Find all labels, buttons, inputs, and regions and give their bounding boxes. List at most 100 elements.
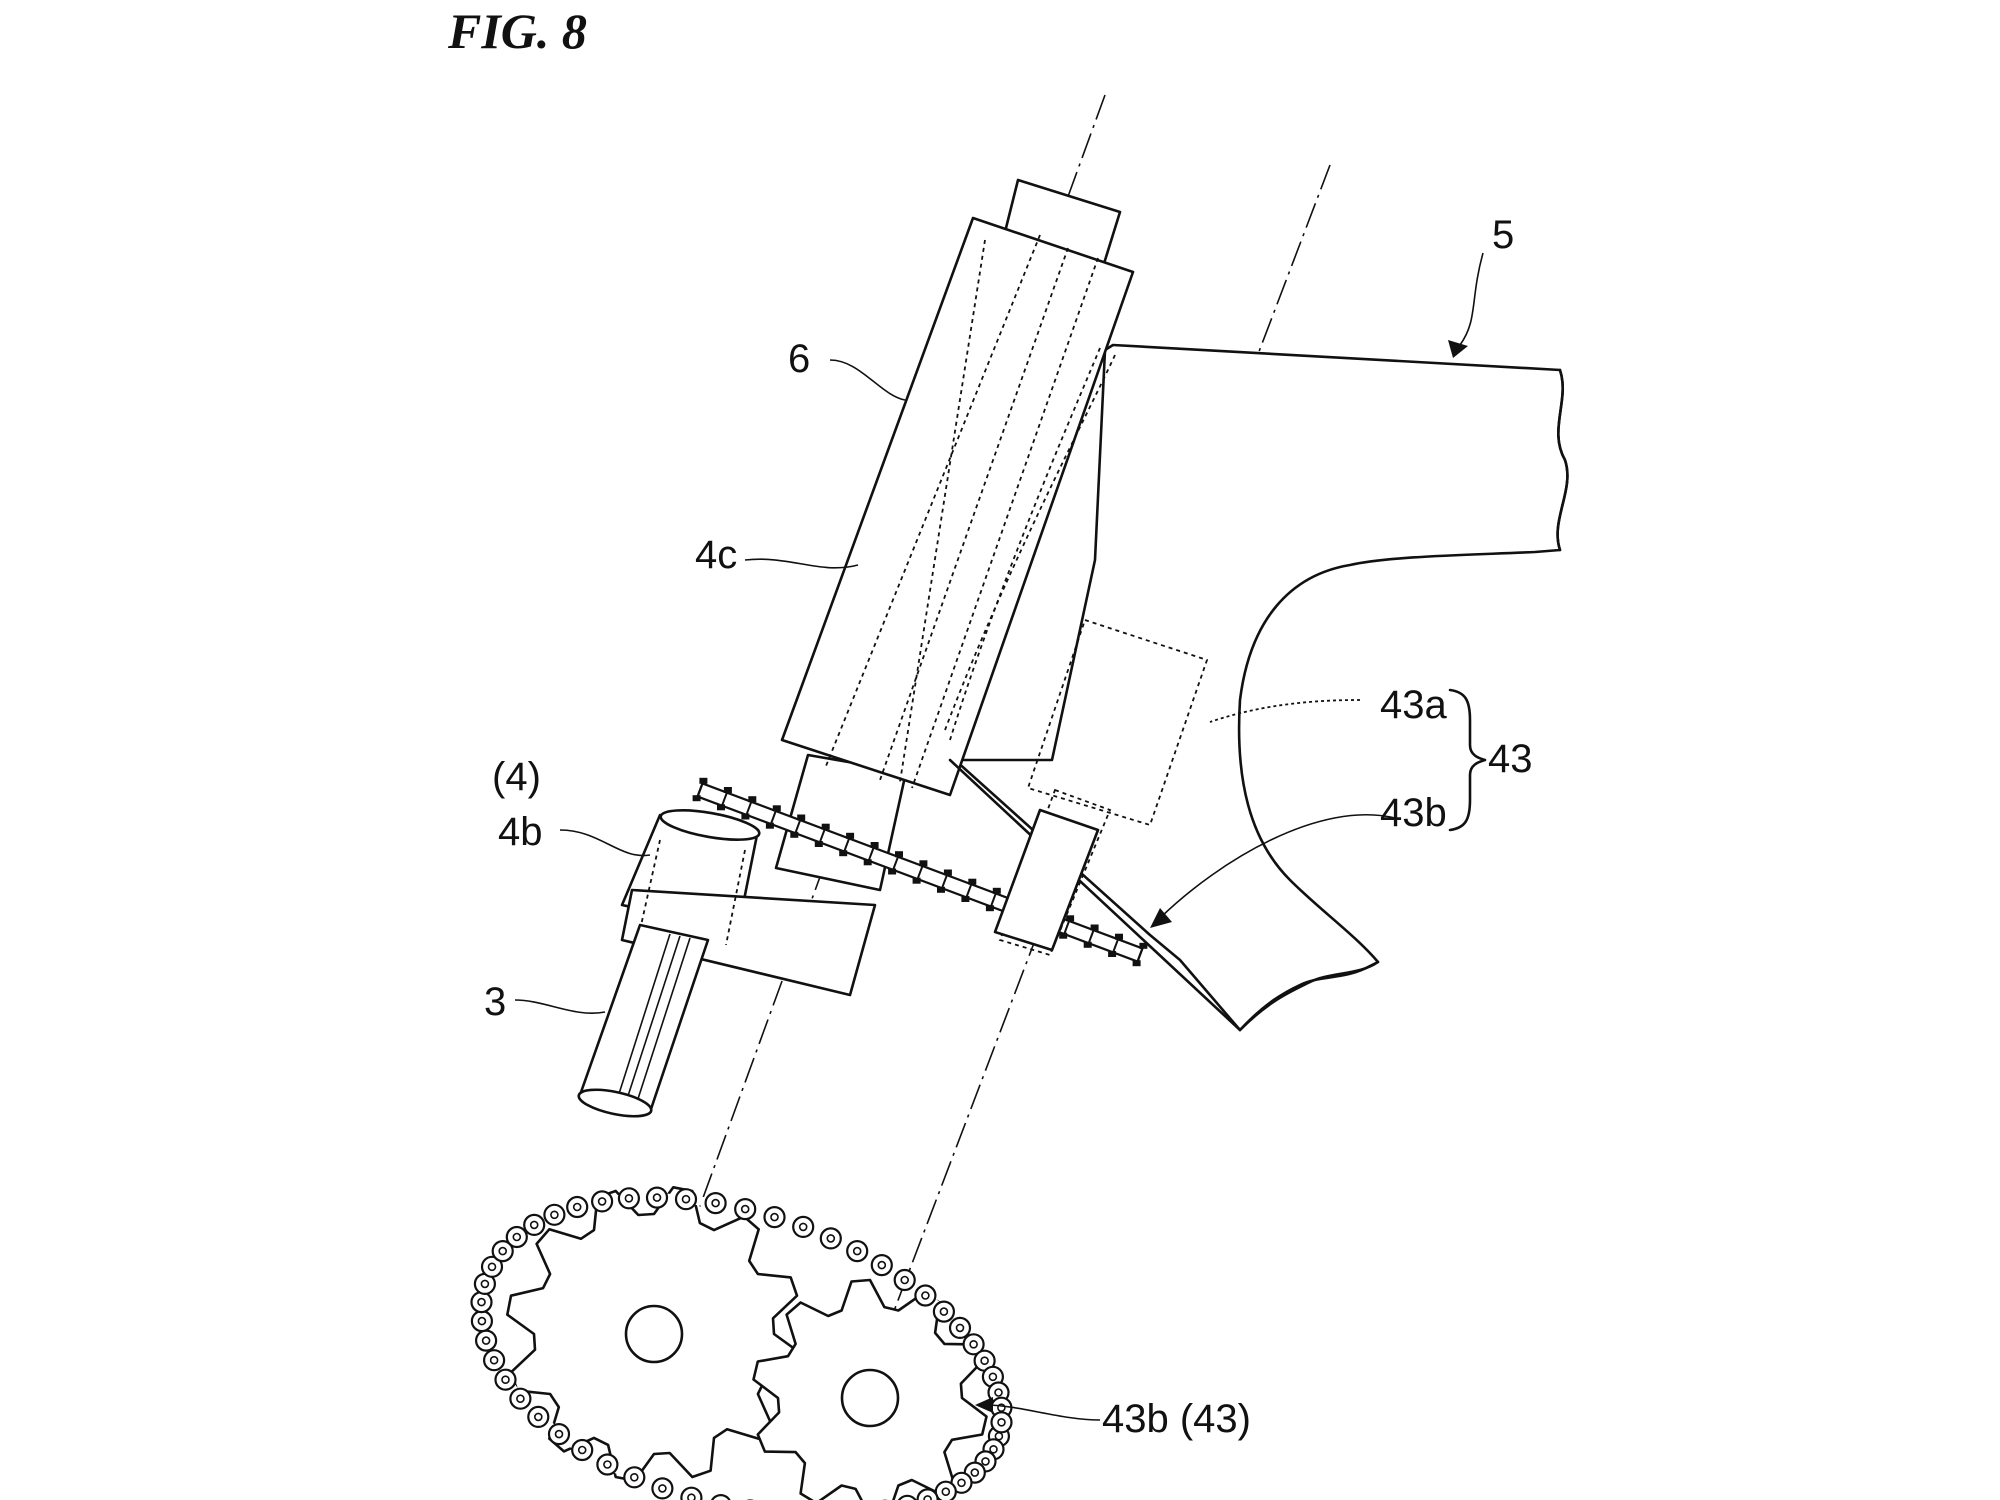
chain-pin (981, 1457, 990, 1466)
chain-reach-plate-bottom (1066, 915, 1075, 922)
chain-pin (711, 1198, 720, 1208)
chain-pin (740, 1204, 750, 1214)
label-43b-43: 43b (43) (1102, 1397, 1251, 1441)
chain-reach-plate-top (1108, 951, 1117, 957)
joint-4b (620, 809, 877, 997)
bracket-edge (948, 758, 1242, 1032)
leader-4c (744, 558, 859, 569)
chain-reach-plate-bottom (1090, 924, 1099, 931)
chain-roller (710, 1494, 731, 1500)
chain-pin (624, 1194, 634, 1203)
column-body (780, 216, 1135, 797)
hidden-line-1 (879, 247, 1069, 781)
label-3: 3 (484, 980, 506, 1024)
figure-title: FIG. 8 (447, 3, 587, 59)
chain-reach-plate-top (790, 831, 799, 838)
shaft-highlight-1 (635, 937, 691, 1106)
chain-reach-plate-bottom (723, 787, 732, 793)
motor-shaft-visible (993, 808, 1100, 952)
chain-pin (970, 1468, 980, 1477)
chain-reach-plate-top (814, 841, 823, 847)
chain-pin (681, 1194, 691, 1204)
chain-pin (980, 1356, 989, 1365)
label-43b: 43b (1380, 791, 1447, 835)
shaft-highlight-3 (616, 933, 671, 1101)
chain-pin (957, 1478, 966, 1488)
leader-6 (829, 359, 906, 401)
chain-reach-link (965, 883, 973, 898)
label-4b: 4b (498, 810, 543, 854)
chain-reach-plate-bottom (821, 823, 830, 830)
chain-reach-plate-bottom (699, 777, 708, 784)
frame-break-top (1556, 368, 1569, 552)
chain-drive-detail (470, 1186, 1013, 1500)
chain-reach-link (892, 856, 899, 871)
chain-pin (652, 1193, 662, 1202)
chain-roller (916, 1488, 939, 1500)
chain-reach-plate-bottom (943, 869, 952, 876)
joint-lower-block (620, 888, 877, 997)
steering-column-6 (780, 178, 1135, 797)
joint-hidden-right (725, 849, 746, 946)
label-paren-4: (4) (492, 755, 541, 799)
large-sprocket-hub (624, 1304, 684, 1364)
chain-pin (487, 1262, 497, 1272)
chain-reach-plate-bottom (1115, 933, 1123, 940)
leader-lines (514, 252, 1484, 1421)
chain-reach-plate-bottom (797, 814, 806, 821)
chain-reach-plate-top (741, 813, 750, 820)
chain-pin (577, 1445, 587, 1455)
chain-pin (554, 1429, 564, 1439)
leader-43b-43 (984, 1404, 1101, 1421)
chain-pin (997, 1418, 1006, 1427)
chain-reach-link (941, 874, 948, 889)
chain-reach-link (1136, 948, 1144, 962)
chain-pin (477, 1297, 486, 1307)
arrow-43b-43 (975, 1397, 993, 1413)
chain-reach-plate-top (1059, 932, 1068, 939)
chain-reach-link (696, 783, 704, 797)
chain-pin (572, 1202, 582, 1212)
chain-reach-link (1112, 938, 1119, 953)
chain-pin (921, 1291, 930, 1300)
label-6: 6 (788, 337, 810, 381)
chain-reach-link (867, 847, 875, 862)
chain-reach-plate-top (937, 886, 945, 893)
leader-5 (1459, 252, 1484, 346)
chain-pin (629, 1473, 639, 1482)
chain-reach-plate-bottom (968, 878, 977, 885)
arrow-43b (1150, 908, 1172, 928)
label-43: 43 (1488, 737, 1533, 781)
chain-pin (498, 1246, 508, 1256)
chain-pin (852, 1246, 862, 1256)
labels: 5 6 4c (4) 4b 3 43a 43 43b 43b (43) (484, 213, 1533, 1441)
leader-3 (514, 999, 606, 1014)
chain-pin (939, 1307, 949, 1316)
chain-pin (900, 1275, 910, 1285)
hidden-line-3 (899, 239, 986, 783)
chain-pin (770, 1212, 779, 1222)
chain-reach-plate-top (839, 850, 848, 857)
arrow-5 (1448, 340, 1468, 358)
motor-unit-43a (1026, 618, 1209, 827)
chain-reach-plate-top (1083, 941, 1092, 948)
chain-reach-plate-bottom (1139, 942, 1148, 949)
chain-reach-link (818, 828, 826, 843)
chain-pin (512, 1232, 522, 1242)
chain-reach-plate-bottom (772, 805, 781, 812)
chain-reach-plate-top (912, 877, 921, 884)
chain-reach-plate-bottom (992, 887, 1001, 894)
chain-reach-link (721, 792, 728, 807)
chain-reach-plate-top (1132, 960, 1141, 967)
chain-roller (897, 1494, 917, 1500)
chain-pin (658, 1484, 667, 1493)
chain-pin (489, 1355, 499, 1365)
shaft-highlight-2 (625, 935, 681, 1103)
chain-pin (481, 1336, 491, 1345)
small-sprocket-hub (840, 1368, 900, 1428)
label-5: 5 (1492, 213, 1514, 257)
chain-reach-plate-top (961, 896, 970, 902)
chain-pin (969, 1340, 978, 1349)
